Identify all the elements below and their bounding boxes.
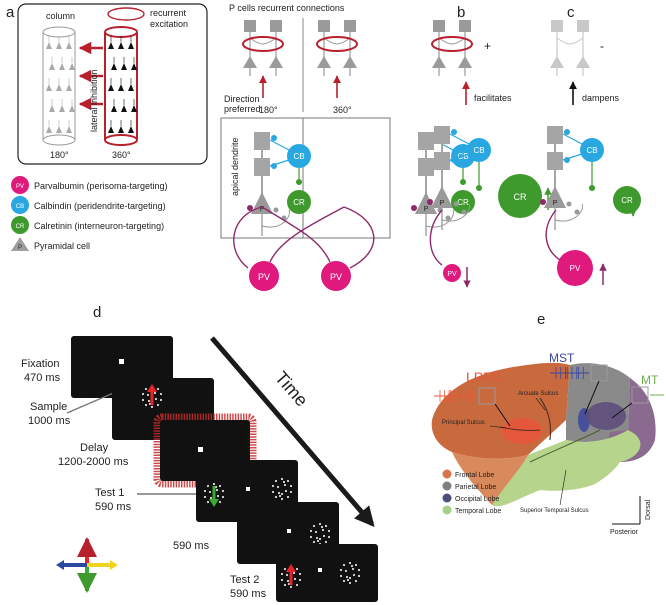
panel-letter-a: a bbox=[6, 4, 15, 21]
fixation-duration: 470 ms bbox=[24, 372, 61, 384]
active-column-neurons bbox=[108, 36, 137, 133]
panel-b-circuit: + facilitates CB P CR PV bbox=[427, 20, 552, 288]
pyramidal-pair-icon bbox=[431, 20, 473, 76]
arrow-180-label: 180° bbox=[259, 105, 278, 115]
posterior-label: Posterior bbox=[610, 529, 639, 536]
recurrent-circuit: P cells recurrent connections Direction … bbox=[220, 3, 475, 291]
microcircuit-icon: CB P bbox=[427, 126, 491, 230]
dorsal-label: Dorsal bbox=[645, 499, 652, 520]
test-repeat-duration: 590 ms bbox=[173, 540, 210, 552]
inactive-column-neurons bbox=[46, 36, 75, 133]
direction-compass-icon bbox=[56, 537, 118, 593]
arrow-360-label: 360° bbox=[333, 105, 352, 115]
delay-name: Delay bbox=[80, 442, 109, 454]
direction-label: Direction bbox=[224, 94, 260, 104]
sample-name: Sample bbox=[30, 401, 67, 413]
p-cell-label: P bbox=[260, 206, 265, 213]
recurrent-label: recurrent bbox=[150, 8, 187, 18]
legend-pv-label: Parvalbumin (perisoma-targeting) bbox=[34, 181, 168, 191]
columns-inset: column recurrent excitation lateral inhi… bbox=[17, 3, 208, 165]
microcircuit-icon: CB CR P bbox=[247, 132, 311, 236]
task-timeline: Time Fixation 470 ms Sample 1000 ms Dela… bbox=[21, 336, 378, 602]
b-cr-label: CR bbox=[514, 192, 527, 202]
deg-360-label: 360° bbox=[112, 150, 131, 160]
pv-cell-label-2: PV bbox=[330, 272, 342, 282]
p-cell-label: P bbox=[424, 206, 429, 213]
arcuate-sulcus-label: Arcuate Sulcus bbox=[518, 391, 558, 397]
legend-pv-abbr: PV bbox=[16, 184, 24, 190]
mst-spike-train-icon bbox=[550, 364, 608, 415]
lobe-legend-frontal: Frontal Lobe bbox=[455, 472, 494, 479]
pyramidal-pair-icon bbox=[316, 20, 358, 76]
cb-cell-label: CB bbox=[293, 152, 304, 161]
test2-duration: 590 ms bbox=[230, 588, 267, 600]
lobe-legend-occipital: Occipital Lobe bbox=[455, 496, 499, 503]
sample-duration: 1000 ms bbox=[28, 415, 71, 427]
c-cr-label: CR bbox=[621, 196, 633, 205]
principal-sulcus-label: Principal Sulcus bbox=[442, 420, 485, 426]
test2-name: Test 2 bbox=[230, 574, 259, 586]
legend-p-label: Pyramidal cell bbox=[34, 241, 90, 251]
time-label: Time bbox=[271, 368, 312, 411]
random-dot-stimulus bbox=[280, 561, 361, 589]
column-label: column bbox=[46, 11, 75, 21]
fixation-name: Fixation bbox=[21, 358, 60, 370]
pyramidal-pair-icon bbox=[550, 20, 590, 76]
legend-cr-label: Calretinin (interneuron-targeting) bbox=[34, 221, 164, 231]
test1-name: Test 1 bbox=[95, 487, 124, 499]
random-dot-stimulus bbox=[141, 384, 163, 409]
superior-temporal-sulcus-label: Superior Temporal Sulcus bbox=[520, 508, 589, 514]
spike-marks bbox=[439, 390, 471, 402]
facilitate-sign: + bbox=[484, 39, 491, 53]
legend-p-abbr: P bbox=[18, 245, 22, 251]
cb-cell-label: CB bbox=[473, 146, 484, 155]
test2-screen bbox=[276, 544, 378, 602]
lobe-legend-parietal: Parietal Lobe bbox=[455, 484, 496, 491]
p-cell-label: P bbox=[440, 200, 445, 207]
lobe-legend-temporal: Temporal Lobe bbox=[455, 508, 501, 515]
pyramidal-pair-icon bbox=[242, 20, 284, 76]
test1-duration: 590 ms bbox=[95, 501, 132, 513]
c-pv-label: PV bbox=[570, 264, 581, 273]
spike-marks bbox=[555, 367, 584, 379]
legend-cr-abbr: CR bbox=[16, 224, 25, 230]
panel-c-circuit: - dampens CB P CR PV bbox=[540, 20, 641, 286]
cb-cell-label: CB bbox=[586, 146, 597, 155]
orientation-axes-icon bbox=[612, 496, 641, 525]
panel-letter-d: d bbox=[93, 304, 101, 321]
mst-label: MST bbox=[549, 351, 575, 365]
delay-frame bbox=[153, 413, 257, 488]
cr-cell-label: CR bbox=[457, 198, 469, 207]
p-cell-label: P bbox=[553, 200, 558, 207]
legend-cb-label: Calbindin (peridendrite-targeting) bbox=[34, 201, 166, 211]
microcircuit-icon: CB P bbox=[540, 126, 604, 230]
lateral-inhibition-label: lateral inhibition bbox=[89, 69, 99, 132]
mt-label: MT bbox=[641, 373, 659, 387]
facilitates-label: facilitates bbox=[474, 93, 512, 103]
mt-spike-train-icon bbox=[611, 386, 664, 419]
random-dot-stimulus bbox=[203, 477, 293, 507]
excitation-label: excitation bbox=[150, 19, 188, 29]
dampens-label: dampens bbox=[582, 93, 620, 103]
lpfc-spike-train-icon bbox=[434, 387, 511, 427]
delay-duration: 1200-2000 ms bbox=[58, 456, 129, 468]
legend-cb-abbr: CB bbox=[16, 204, 24, 210]
panel-letter-c: c bbox=[567, 4, 575, 21]
dampen-sign: - bbox=[600, 39, 604, 53]
deg-180-label: 180° bbox=[50, 150, 69, 160]
pv-cell-label-1: PV bbox=[258, 272, 270, 282]
b-pv-label: PV bbox=[447, 271, 457, 278]
brain-diagram: LPFC MST MT Arcuate Sulcus Principal Sul… bbox=[431, 351, 664, 536]
lpfc-label: LPFC bbox=[466, 369, 502, 385]
preferred-label: preferred bbox=[224, 104, 261, 114]
circuit-title: P cells recurrent connections bbox=[229, 3, 345, 13]
panel-letter-b: b bbox=[457, 4, 465, 21]
random-dot-stimulus bbox=[287, 522, 331, 546]
panel-letter-e: e bbox=[537, 311, 545, 328]
apical-dendrite-label: apical dendrite bbox=[230, 137, 240, 196]
cell-type-legend: PV Parvalbumin (perisoma-targeting) CB C… bbox=[11, 176, 168, 251]
cr-cell-label: CR bbox=[293, 198, 305, 207]
